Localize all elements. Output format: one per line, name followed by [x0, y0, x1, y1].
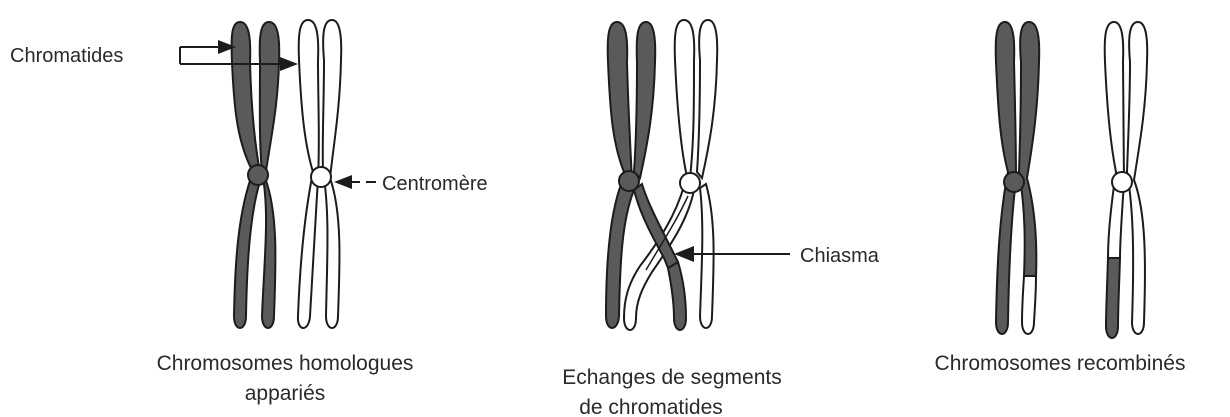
light-upper-arm-left [675, 20, 695, 178]
centromere-pointer [334, 175, 376, 189]
label-chiasma: Chiasma [800, 245, 880, 267]
dark-upper-arm-right [634, 22, 655, 178]
caption-panel2-line1: Echanges de segments [562, 366, 781, 389]
centromere-dark-3 [1004, 172, 1024, 192]
panel-paired-homologues: Chromatides Centromère Chromosomes homol… [10, 20, 488, 405]
caption-panel1-line1: Chromosomes homologues [157, 352, 414, 375]
dark-lower-segment-crossed [668, 262, 686, 330]
dark-chromosome [232, 22, 280, 328]
light-upper-arm-right [697, 20, 717, 178]
label-centromere: Centromère [382, 173, 488, 195]
caption-panel3: Chromosomes recombinés [935, 352, 1186, 375]
light-lower-chromatid-outer [700, 184, 714, 328]
centromere-light-3 [1112, 172, 1132, 192]
light-chromosome [298, 20, 341, 328]
caption-panel1-line2: appariés [245, 382, 326, 405]
recomb-dark-chromatid-right-upper [1019, 22, 1039, 276]
recomb-light-chromatid-left-lower-dark [1106, 258, 1120, 338]
centromere-arrowhead [334, 175, 352, 189]
centromere-light [311, 167, 331, 187]
chiasma-pointer [674, 246, 790, 262]
recomb-light-chromatid-left-upper [1105, 22, 1124, 258]
panel-segment-exchange: Chiasma Echanges de segments de chromati… [562, 20, 880, 417]
centromere-dark [248, 165, 268, 185]
label-chromatides: Chromatides [10, 45, 123, 67]
panel-recombined: Chromosomes recombinés [935, 22, 1186, 375]
centromere-light-2 [680, 173, 700, 193]
chromatides-arrowhead-2 [280, 57, 298, 71]
recomb-dark-chromatid-right-lower-light [1022, 276, 1036, 334]
caption-panel2-line2: de chromatides [579, 396, 723, 417]
dark-upper-arm-left [608, 22, 632, 180]
